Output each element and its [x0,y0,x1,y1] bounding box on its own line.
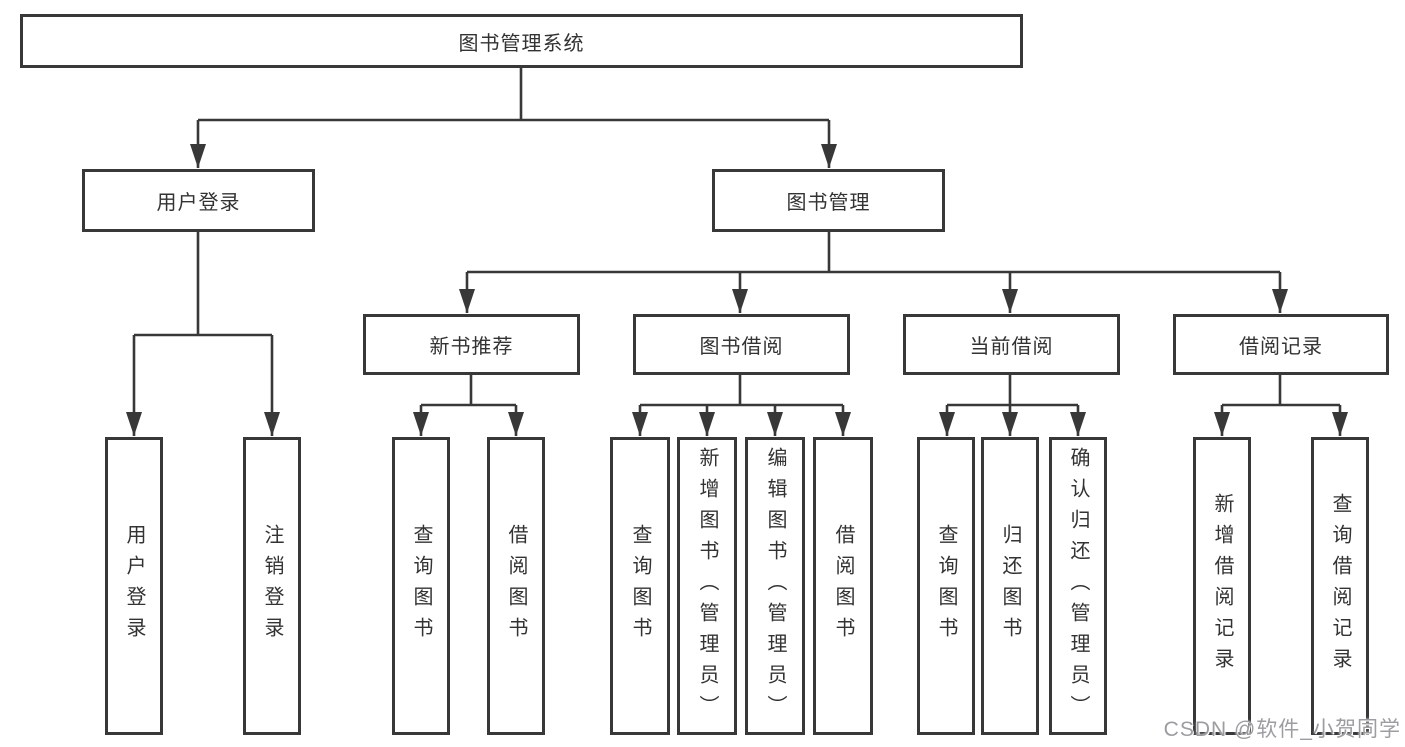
node-label: 用户登录 [123,524,145,648]
node-logout: 注销登录 [243,437,301,735]
node-label: 确认归还（管理员） [1067,446,1089,726]
node-label: 注销登录 [261,524,283,648]
node-label: 借阅图书 [505,524,527,648]
node-label: 当前借阅 [969,336,1054,358]
node-label: 新书推荐 [429,336,514,358]
watermark-csdn: CSDN @软件_小贺同学 [1163,718,1401,741]
node-label: 用户登录 [156,192,241,214]
node-new-book-recommend: 新书推荐 [363,314,580,375]
node-label: 图书管理 [786,192,871,214]
node-label: 借阅记录 [1239,336,1323,358]
node-confirm-return-admin: 确认归还（管理员） [1049,437,1107,735]
node-edit-books-admin: 编辑图书（管理员） [745,437,805,735]
node-label: 查询借阅记录 [1329,493,1351,679]
node-user-login-action: 用户登录 [105,437,163,735]
node-borrowing-records: 借阅记录 [1173,314,1389,375]
node-label: 图书管理系统 [458,32,585,55]
node-book-management: 图书管理 [712,169,945,232]
node-label: 新增图书（管理员） [696,446,718,726]
node-book-borrowing: 图书借阅 [633,314,850,375]
node-label: 查询图书 [935,524,957,648]
node-label: 查询图书 [410,524,432,648]
node-borrow-books-recommend: 借阅图书 [487,437,545,735]
node-library-management-system: 图书管理系统 [20,14,1023,68]
node-label: 查询图书 [629,524,651,648]
node-label: 编辑图书（管理员） [764,446,786,726]
node-current-borrowing: 当前借阅 [903,314,1120,375]
node-label: 图书借阅 [699,336,784,358]
node-return-books: 归还图书 [981,437,1039,735]
node-user-login: 用户登录 [82,169,315,232]
node-borrow-books: 借阅图书 [813,437,873,735]
node-label: 借阅图书 [832,524,854,648]
node-query-books-current: 查询图书 [917,437,975,735]
node-query-books-recommend: 查询图书 [392,437,450,735]
node-label: 归还图书 [999,524,1021,648]
node-query-books-borrowing: 查询图书 [610,437,670,735]
node-label: 新增借阅记录 [1211,493,1233,679]
node-add-borrow-record: 新增借阅记录 [1193,437,1251,735]
node-query-borrow-record: 查询借阅记录 [1311,437,1369,735]
node-add-books-admin: 新增图书（管理员） [677,437,737,735]
